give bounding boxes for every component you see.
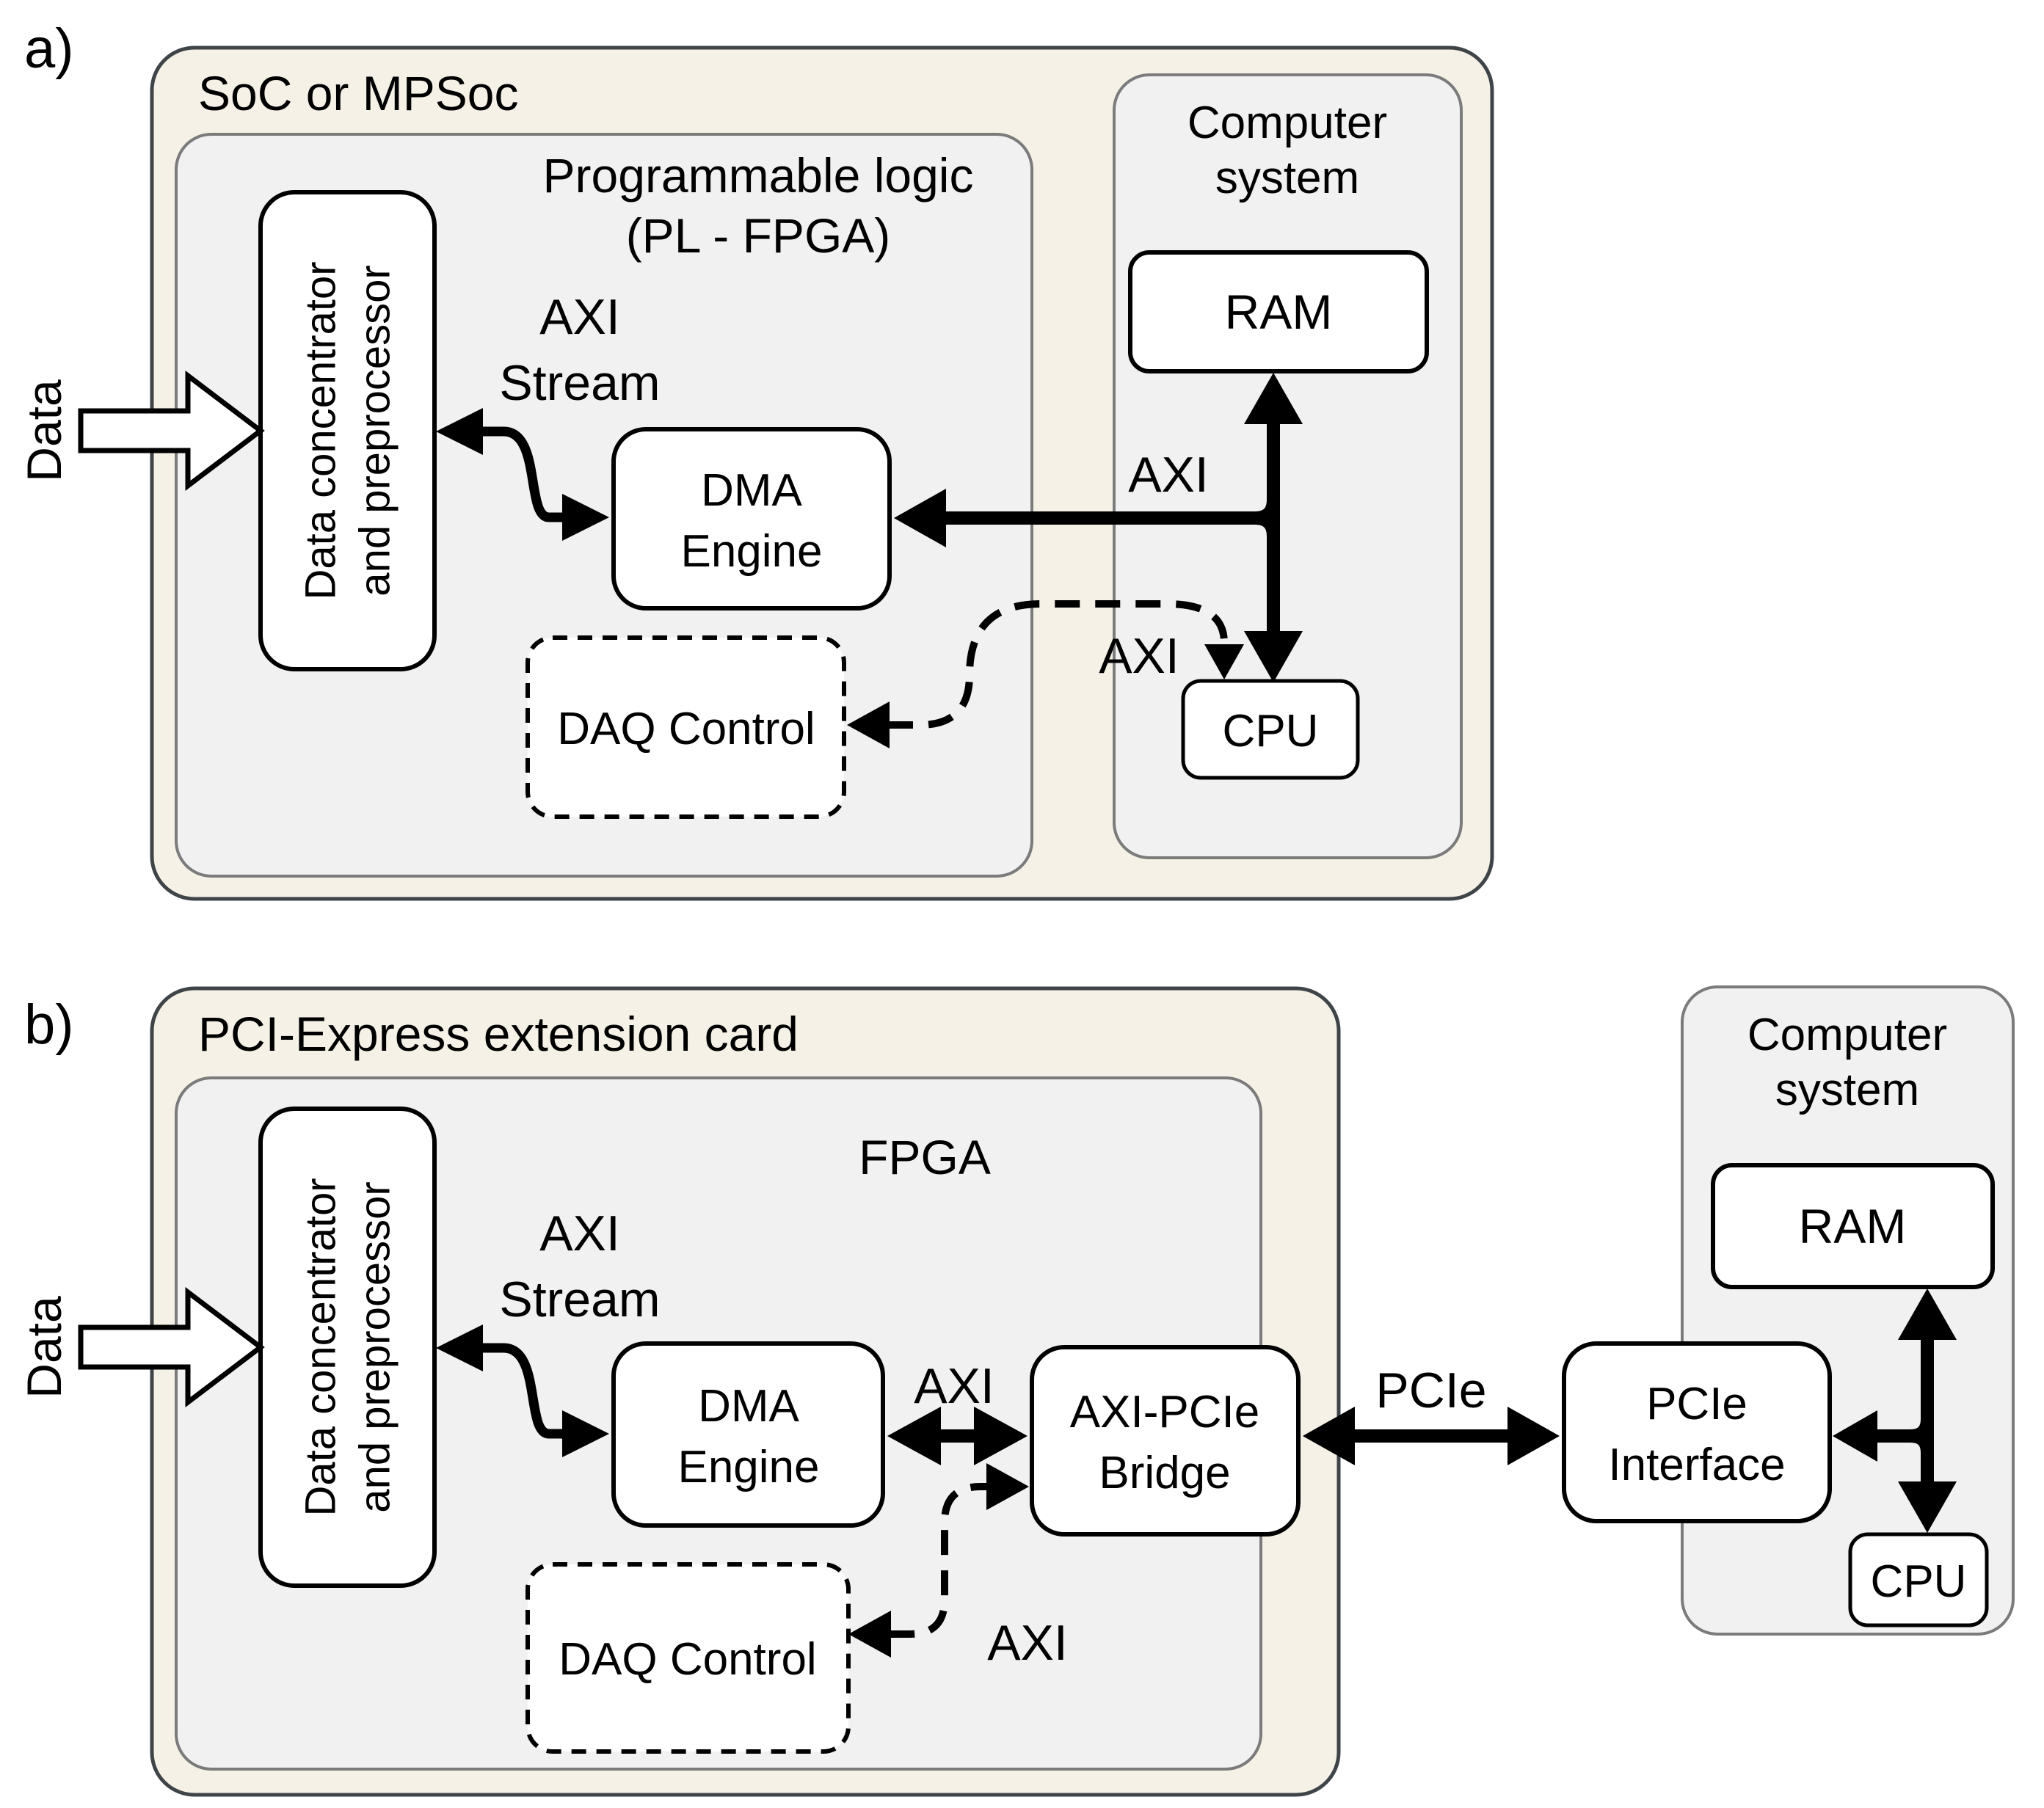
axi-stream-arrow-a [436, 408, 609, 541]
ram-label-b: RAM [1799, 1199, 1907, 1253]
data-input-arrow-a [78, 370, 265, 492]
axi-dma-bridge-label: AXI [914, 1358, 994, 1414]
data-input-label-b: Data [17, 1296, 71, 1399]
data-input-arrow-b [78, 1286, 265, 1408]
cpu-label-a: CPU [1223, 706, 1319, 757]
pl-title-line2: (PL - FPGA) [626, 208, 891, 263]
dma-label-line2-b: Engine [677, 1442, 819, 1492]
daq-control-box-b [525, 1562, 851, 1754]
daq-control-box-a [525, 635, 846, 819]
ram-label-a: RAM [1225, 285, 1333, 339]
axi-control-arrowhead-bridge [986, 1463, 1029, 1510]
computer-system-title-line1-b: Computer [1747, 1010, 1947, 1060]
system-bus-junction-fillet-bottom-b [1910, 1429, 1934, 1454]
axi-control-arrowhead-daq-a [847, 701, 890, 748]
daq-control-label-b: DAQ Control [559, 1634, 816, 1685]
pcie-interface-line1: PCIe [1646, 1379, 1747, 1429]
pcie-link-arrowhead-right [1507, 1407, 1560, 1465]
axi-control-arrowhead-daq-b [848, 1611, 891, 1658]
axi-bus-junction-fillet-bottom-a [1254, 511, 1280, 537]
data-concentrator-line1-b: Data concentrator [297, 1178, 345, 1516]
data-input-label-a: Data [17, 379, 71, 482]
data-concentrator-line2-b: and preprocessor [352, 1181, 399, 1512]
computer-system-title-line2-a: system [1215, 153, 1359, 203]
soc-title: SoC or MPSoc [198, 66, 518, 120]
axi-stream-arrowhead-right-b [562, 1410, 609, 1457]
pcie-link-label: PCIe [1375, 1363, 1486, 1418]
ram-box-b [1711, 1163, 1995, 1289]
ram-box-a [1128, 250, 1429, 373]
data-concentrator-box-a [258, 190, 437, 671]
data-concentrator-line2-a: and preprocessor [352, 265, 399, 596]
bridge-label-line2: Bridge [1099, 1448, 1230, 1498]
data-concentrator-box-b [258, 1107, 437, 1588]
axi-control-label-a: AXI [1099, 628, 1179, 684]
pcie-link-arrowhead-left [1303, 1407, 1355, 1465]
cpu-label-b: CPU [1871, 1556, 1967, 1607]
bridge-label-line1: AXI-PCIe [1070, 1387, 1259, 1437]
axi-stream-label-line1-a: AXI [539, 289, 620, 345]
pcie-card-title: PCI-Express extension card [198, 1007, 799, 1061]
data-concentrator-line1-a: Data concentrator [297, 261, 345, 599]
panel-a: a) SoC or MPSoc Programmable logic (PL -… [17, 18, 1494, 901]
computer-system-title-line1-a: Computer [1188, 98, 1387, 148]
panel-b: b) PCI-Express extension card FPGA Compu… [17, 985, 2015, 1797]
pcie-link-arrow [1303, 1407, 1560, 1465]
dma-engine-box-b [611, 1341, 885, 1528]
system-bus-arrowhead-pcie-if [1833, 1410, 1877, 1462]
system-bus-arrow-b [1833, 1288, 1957, 1533]
axi-bus-label-a: AXI [1128, 447, 1209, 503]
axi-stream-label-line1-b: AXI [539, 1206, 620, 1261]
dma-engine-box-a [611, 427, 892, 610]
axi-control-label-b: AXI [987, 1615, 1068, 1671]
axi-bus-arrowhead-cpu-a [1244, 631, 1303, 682]
axi-stream-label-line2-a: Stream [499, 355, 660, 411]
dma-label-line2-a: Engine [680, 526, 822, 577]
system-bus-arrowhead-ram-b [1898, 1288, 1957, 1340]
axi-control-arrowhead-cpu-a [1204, 644, 1244, 679]
pcie-interface-box [1562, 1341, 1832, 1523]
dma-label-line1-a: DMA [701, 465, 802, 516]
axi-bus-arrow-a [894, 373, 1303, 682]
fpga-title: FPGA [859, 1130, 991, 1184]
axi-dma-bridge-arrowhead-left [887, 1407, 941, 1465]
axi-stream-arrow-shaft-b [479, 1343, 565, 1439]
axi-control-arrow-b [848, 1463, 1029, 1658]
daq-control-label-a: DAQ Control [557, 704, 815, 754]
pcie-interface-line2: Interface [1608, 1440, 1785, 1490]
axi-control-path-a [888, 600, 1228, 729]
axi-stream-arrowhead-left-a [436, 408, 483, 455]
axi-stream-label-line2-b: Stream [499, 1272, 660, 1327]
panel-a-label: a) [24, 18, 74, 80]
axi-stream-arrow-shaft-a [479, 426, 565, 522]
system-bus-arrowhead-cpu-b [1898, 1481, 1957, 1533]
axi-stream-arrow-b [436, 1324, 609, 1457]
cpu-box-b [1848, 1532, 1989, 1627]
dma-label-line1-b: DMA [698, 1381, 799, 1432]
pl-title-line1: Programmable logic [543, 148, 974, 203]
cpu-box-a [1181, 679, 1360, 780]
axi-stream-arrowhead-right-a [562, 494, 609, 541]
axi-control-arrow-a [847, 600, 1244, 748]
axi-dma-bridge-arrow [887, 1407, 1028, 1465]
axi-stream-arrowhead-left-b [436, 1324, 483, 1371]
axi-bus-arrowhead-dma-a [894, 489, 946, 547]
panel-b-label: b) [24, 994, 74, 1056]
axi-bus-arrowhead-ram-a [1244, 373, 1303, 424]
computer-system-title-line2-b: system [1775, 1065, 1919, 1115]
axi-pcie-bridge-box [1030, 1345, 1301, 1537]
axi-dma-bridge-arrowhead-right [974, 1407, 1028, 1465]
